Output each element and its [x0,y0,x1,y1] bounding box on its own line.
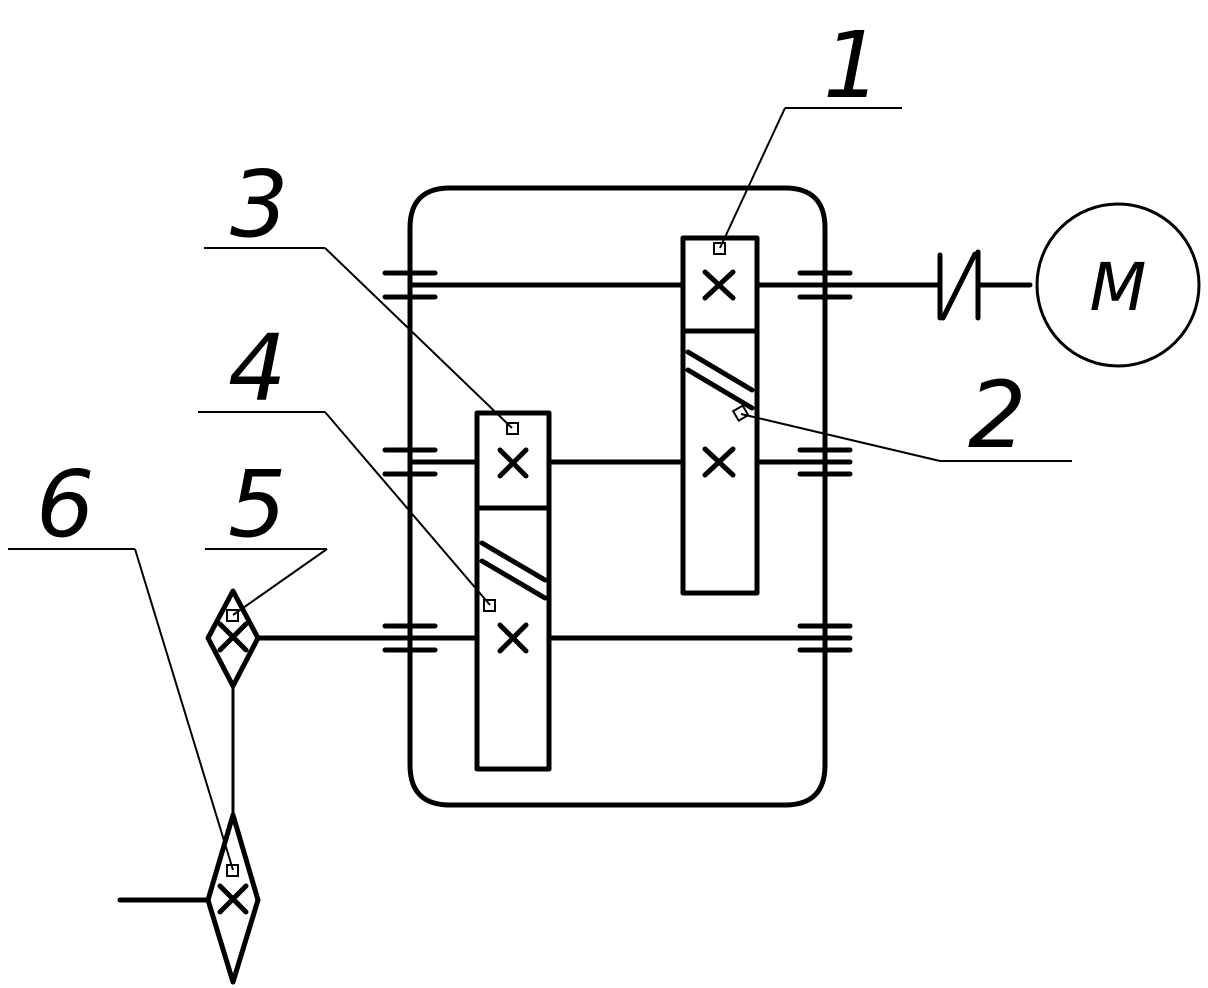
gearbox-housing [407,185,828,808]
gear-block-right [680,235,760,596]
leader-lines [8,107,1072,871]
label-6: 6 [36,451,95,558]
coupling-icon [937,249,981,321]
bearing-right-bottom [797,623,853,653]
leader-markers [226,242,750,877]
motor-label: M [1090,249,1147,326]
label-5: 5 [228,451,287,558]
label-4: 4 [228,315,287,422]
bearing-right-middle [797,447,853,477]
bearing-left-bottom [382,623,438,653]
bearing-right-top [797,270,853,300]
sprocket-5 [205,588,261,689]
label-1: 1 [823,12,882,119]
sprocket-6 [117,812,261,985]
bearing-left-top [382,270,438,300]
motor-icon: M [1035,202,1201,368]
bearing-left-middle [382,447,438,477]
label-3: 3 [230,151,289,258]
label-2: 2 [968,362,1027,469]
gear-block-left [474,410,552,772]
